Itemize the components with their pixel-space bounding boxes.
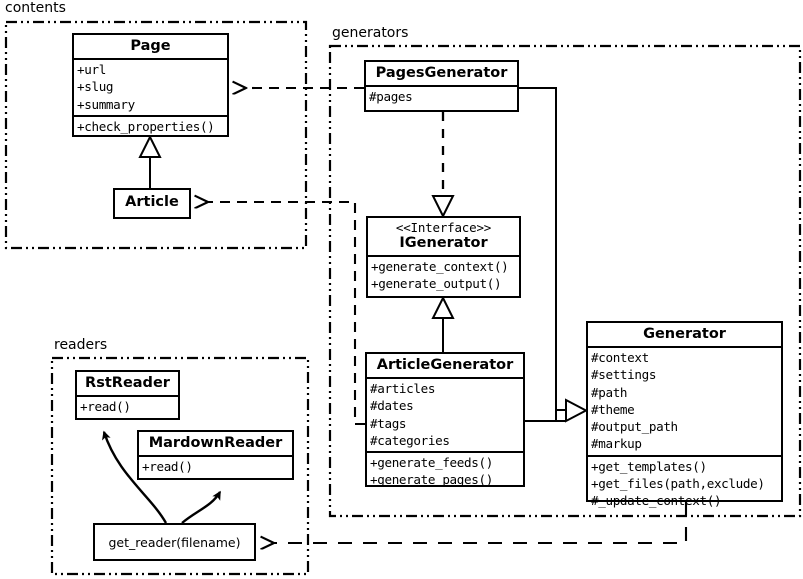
class-box-rstreader[interactable]: RstReader +read() bbox=[75, 370, 180, 420]
function-box-get-reader[interactable]: get_reader(filename) bbox=[93, 523, 256, 561]
operation-row: +check_properties() bbox=[77, 118, 215, 134]
attribute-row: #dates bbox=[370, 398, 414, 414]
stereotype-label: <<Interface>> bbox=[395, 220, 492, 235]
attribute-row: +slug bbox=[77, 79, 114, 95]
class-box-page[interactable]: Page +url +slug +summary +check_properti… bbox=[72, 33, 229, 137]
class-operations-mardownreader: +read() bbox=[139, 455, 292, 477]
class-box-generator[interactable]: Generator #context #settings #path #them… bbox=[586, 321, 783, 508]
operation-row: #_update_context() bbox=[591, 493, 722, 509]
class-operations-articlegenerator: +generate_feeds() +generate_pages() bbox=[367, 451, 523, 491]
function-name-get-reader: get_reader(filename) bbox=[108, 534, 241, 550]
class-name-igenerator: <<Interface>> IGenerator bbox=[368, 218, 519, 255]
operation-row: +get_templates() bbox=[591, 458, 707, 474]
class-box-articlegenerator[interactable]: ArticleGenerator #articles #dates #tags … bbox=[365, 352, 525, 487]
class-attributes-articlegenerator: #articles #dates #tags #categories bbox=[367, 377, 523, 451]
attribute-row: #path bbox=[591, 384, 628, 400]
class-box-igenerator[interactable]: <<Interface>> IGenerator +generate_conte… bbox=[366, 216, 521, 298]
class-name-mardownreader: MardownReader bbox=[148, 435, 283, 451]
edge-articlegenerator-to-generator bbox=[525, 398, 589, 423]
edge-pagesgenerator-to-generator bbox=[519, 87, 566, 411]
attribute-row: +url bbox=[77, 62, 106, 78]
attribute-row: #context bbox=[591, 350, 649, 366]
package-label-readers: readers bbox=[53, 337, 109, 353]
operation-row: +read() bbox=[142, 459, 193, 475]
class-name-rstreader: RstReader bbox=[85, 375, 170, 391]
edge-pagesgenerator-realizes-igenerator bbox=[431, 112, 455, 219]
operation-row: +generate_pages() bbox=[370, 472, 493, 488]
attribute-row: #categories bbox=[370, 432, 450, 448]
class-operations-generator: +get_templates() +get_files(path,exclude… bbox=[588, 454, 781, 512]
attribute-row: #theme bbox=[591, 401, 635, 417]
class-name-text: IGenerator bbox=[399, 235, 488, 251]
class-name-generator: Generator bbox=[643, 326, 726, 342]
operation-row: +generate_context() bbox=[371, 259, 509, 275]
attribute-row: #tags bbox=[370, 415, 407, 431]
class-attributes-pagesgenerator: #pages bbox=[366, 85, 517, 107]
attribute-row: #output_path bbox=[591, 419, 678, 435]
edge-articlegenerator-to-article bbox=[208, 202, 365, 426]
class-box-pagesgenerator[interactable]: PagesGenerator #pages bbox=[364, 60, 519, 112]
class-name-articlegenerator: ArticleGenerator bbox=[376, 357, 514, 373]
class-attributes-page: +url +slug +summary bbox=[74, 58, 227, 115]
class-box-article[interactable]: Article bbox=[113, 188, 191, 219]
attribute-row: +summary bbox=[77, 96, 135, 112]
operation-row: +get_files(path,exclude) bbox=[591, 475, 765, 491]
operation-row: +generate_output() bbox=[371, 276, 502, 292]
class-operations-igenerator: +generate_context() +generate_output() bbox=[368, 255, 519, 295]
operation-row: +read() bbox=[80, 399, 131, 415]
class-operations-rstreader: +read() bbox=[77, 395, 178, 417]
class-box-mardownreader[interactable]: MardownReader +read() bbox=[137, 430, 294, 480]
edge-getreader-to-mardownreader bbox=[181, 490, 222, 524]
edge-articlegenerator-to-igenerator bbox=[431, 295, 455, 352]
class-name-pagesgenerator: PagesGenerator bbox=[375, 65, 508, 81]
class-operations-page: +check_properties() bbox=[74, 114, 227, 137]
operation-row: +generate_feeds() bbox=[370, 455, 493, 471]
attribute-row: #settings bbox=[591, 367, 657, 383]
package-label-contents: contents bbox=[4, 0, 67, 16]
attribute-row: #articles bbox=[370, 381, 436, 397]
attribute-row: #markup bbox=[591, 436, 642, 452]
edge-article-to-page bbox=[138, 134, 162, 188]
class-name-page: Page bbox=[130, 38, 171, 54]
attribute-row: #pages bbox=[369, 89, 413, 105]
package-label-generators: generators bbox=[331, 25, 410, 41]
class-name-article: Article bbox=[125, 194, 179, 210]
class-attributes-generator: #context #settings #path #theme #output_… bbox=[588, 346, 781, 455]
